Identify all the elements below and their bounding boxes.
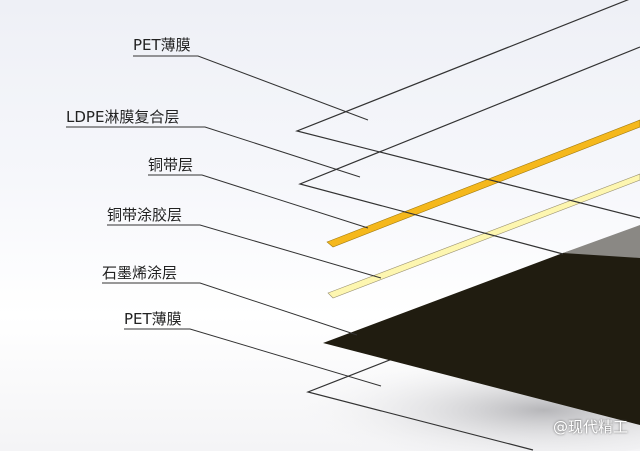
leader-lines xyxy=(66,55,382,387)
watermark: @现代精工 xyxy=(552,418,628,436)
layer-ldpe xyxy=(298,46,640,255)
label-ldpe: LDPE淋膜复合层 xyxy=(66,108,180,126)
layer-graphene xyxy=(323,228,640,425)
graphene-shade xyxy=(563,225,640,258)
layer-pet-top xyxy=(295,0,640,219)
label-graphene: 石墨烯涂层 xyxy=(102,264,178,282)
label-pet-bottom: PET薄膜 xyxy=(124,310,182,328)
label-pet-top: PET薄膜 xyxy=(133,36,191,54)
layer-copper-adhesive xyxy=(327,173,640,299)
label-copper: 铜带层 xyxy=(148,156,194,174)
label-copper-adhesive: 铜带涂胶层 xyxy=(107,206,183,224)
layer-copper xyxy=(326,119,640,248)
